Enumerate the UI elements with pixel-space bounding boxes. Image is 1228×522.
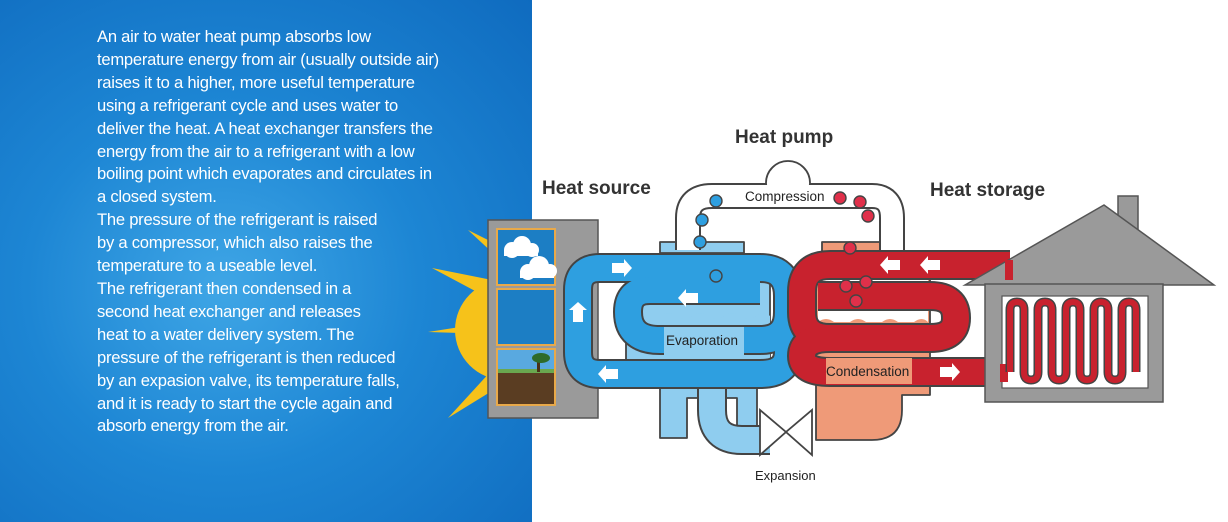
description-line: boiling point which evaporates and circu… xyxy=(97,164,432,184)
refrigerant-bubbles-cold xyxy=(693,194,723,283)
description-line: temperature energy from air (usually out… xyxy=(97,49,439,69)
description-line: using a refrigerant cycle and uses water… xyxy=(97,95,399,115)
flow-arrows xyxy=(569,256,960,383)
description-line: The pressure of the refrigerant is raise… xyxy=(97,210,378,230)
description-line: deliver the heat. A heat exchanger trans… xyxy=(97,118,433,138)
refrigerant-bubbles-hot xyxy=(833,191,875,308)
heat-source-panel xyxy=(487,219,599,419)
tree-icon xyxy=(532,353,550,372)
heat-storage-heading: Heat storage xyxy=(930,180,1045,201)
description-line: raises it to a higher, more useful tempe… xyxy=(97,72,415,92)
heat-pump-heading: Heat pump xyxy=(735,127,833,148)
description-line: and it is ready to start the cycle again… xyxy=(97,393,393,413)
description-line: The refrigerant then condensed in a xyxy=(97,278,352,298)
description-line: absorb energy from the air. xyxy=(97,416,289,436)
description-line: a closed system. xyxy=(97,187,217,207)
description-line: by an expasion valve, its temperature fa… xyxy=(97,370,400,390)
description-line: temperature to a useable level. xyxy=(97,256,318,276)
description-line: energy from the air to a refrigerant wit… xyxy=(97,141,415,161)
expansion-valve-icon xyxy=(759,408,813,457)
description-text: An air to water heat pump absorbs low te… xyxy=(97,26,517,438)
evaporation-label: Evaporation xyxy=(666,333,738,348)
description-line: pressure of the refrigerant is then redu… xyxy=(97,347,396,367)
description-line: heat to a water delivery system. The xyxy=(97,324,355,344)
description-panel: An air to water heat pump absorbs low te… xyxy=(0,0,532,522)
expansion-label: Expansion xyxy=(755,468,816,483)
condensation-label: Condensation xyxy=(826,364,909,379)
description-line: by a compressor, which also raises the xyxy=(97,233,373,253)
cloud-icon xyxy=(504,236,557,280)
heat-source-heading: Heat source xyxy=(542,178,651,199)
compression-label: Compression xyxy=(745,189,825,204)
description-line: second heat exchanger and releases xyxy=(97,301,361,321)
description-line: An air to water heat pump absorbs low xyxy=(97,27,371,46)
